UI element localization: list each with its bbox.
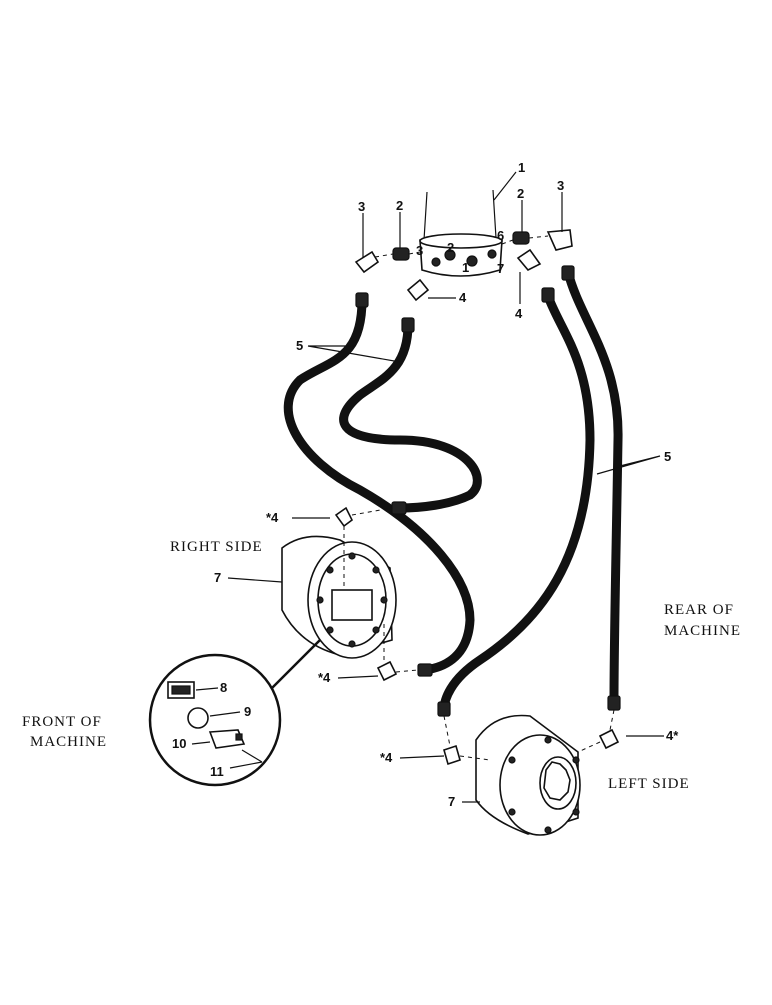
callout-7-right-motor: 7	[214, 570, 221, 585]
callout-4-right: 4	[515, 306, 523, 321]
hoses	[283, 265, 623, 717]
front-of-label: FRONT OF	[22, 714, 102, 730]
side-labels: RIGHT SIDE LEFT SIDE REAR OF MACHINE FRO…	[22, 539, 741, 792]
callout-5-right: 5	[664, 449, 671, 464]
detail-inset	[148, 639, 321, 787]
swivel-joint: 2 1 3 6 7	[416, 189, 504, 277]
callout-4-star-upper: *4	[266, 510, 279, 525]
callout-5-left: 5	[296, 338, 303, 353]
swivel-port-2: 2	[447, 240, 454, 255]
front-machine-label: MACHINE	[30, 734, 107, 750]
right-side-label: RIGHT SIDE	[170, 539, 263, 555]
rear-machine-label: MACHINE	[664, 623, 741, 639]
right-side-motor	[281, 506, 419, 682]
callout-2-right: 2	[517, 186, 524, 201]
callout-9: 9	[244, 704, 251, 719]
callout-4-star-left-motor: *4	[380, 750, 393, 765]
top-fittings	[354, 229, 573, 302]
rear-of-label: REAR OF	[664, 602, 734, 618]
callout-4-star-lower: *4	[318, 670, 331, 685]
callout-numbers: 1 2 2 3 3 4 4 5 5 *4 *4 *4 4* 7 7 8 9 10…	[172, 160, 679, 809]
callout-leaders	[227, 171, 664, 803]
callout-11: 11	[210, 764, 224, 779]
left-side-motor	[443, 709, 620, 836]
callout-3-right: 3	[557, 178, 564, 193]
swivel-port-1: 1	[462, 260, 469, 275]
left-side-label: LEFT SIDE	[608, 776, 690, 792]
swivel-port-6: 6	[497, 228, 504, 243]
swivel-port-3: 3	[416, 243, 423, 258]
callout-2-left: 2	[396, 198, 403, 213]
callout-4-star-right-motor: 4*	[666, 728, 679, 743]
callout-7-left-motor: 7	[448, 794, 455, 809]
callout-10: 10	[172, 736, 186, 751]
callout-4-center: 4	[459, 290, 467, 305]
callout-1: 1	[518, 160, 525, 175]
swivel-port-7: 7	[497, 261, 504, 276]
callout-8: 8	[220, 680, 227, 695]
callout-3-left: 3	[358, 199, 365, 214]
